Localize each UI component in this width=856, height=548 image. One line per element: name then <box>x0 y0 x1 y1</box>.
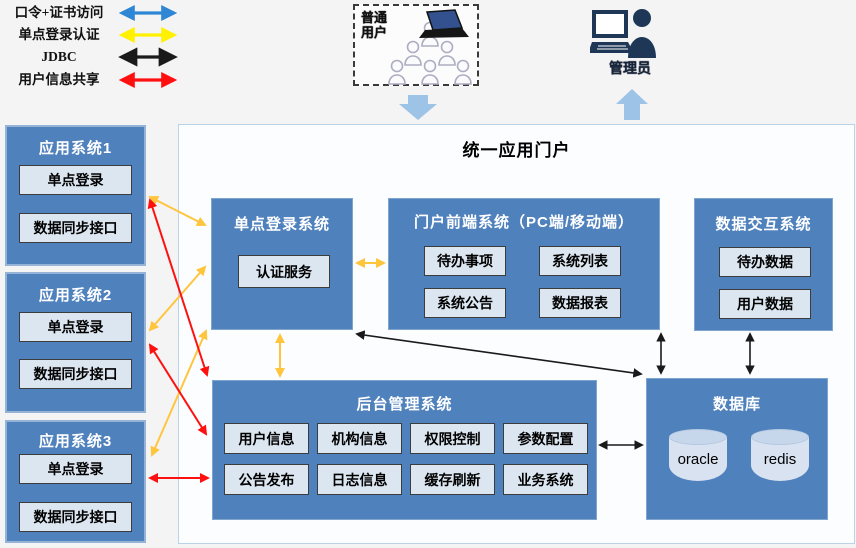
frontend-report: 数据报表 <box>539 288 621 318</box>
app-system-3-sync: 数据同步接口 <box>19 502 132 532</box>
app-system-1: 应用系统1 单点登录 数据同步接口 <box>5 125 146 266</box>
data-exchange-title: 数据交互系统 <box>715 216 812 233</box>
ordinary-users-label: 普通 用户 <box>361 10 388 40</box>
database-box: 数据库 oracle redis <box>646 378 828 520</box>
app-system-2-sso: 单点登录 <box>19 312 132 342</box>
todo-data: 待办数据 <box>719 247 811 277</box>
backend-announce-publish: 公告发布 <box>224 464 309 495</box>
redis-label: redis <box>763 451 797 468</box>
backend-business-system: 业务系统 <box>503 464 588 495</box>
backend-param-config: 参数配置 <box>503 423 588 454</box>
app-system-3-title: 应用系统3 <box>38 433 113 450</box>
user-data: 用户数据 <box>719 289 811 319</box>
laptop-icon <box>419 9 469 38</box>
app-system-3-sso: 单点登录 <box>19 454 132 484</box>
sso-system: 单点登录系统 认证服务 <box>211 198 353 330</box>
legend-label-jdbc: JDBC <box>41 49 77 64</box>
database-title: 数据库 <box>712 396 761 413</box>
app-system-2-title: 应用系统2 <box>38 287 113 304</box>
legend-label-cert-access: 口令+证书访问 <box>14 5 104 20</box>
data-exchange-system: 数据交互系统 待办数据 用户数据 <box>694 198 833 331</box>
frontend-todo: 待办事项 <box>424 246 506 276</box>
frontend-system: 门户前端系统（PC端/移动端） 待办事项 系统列表 系统公告 数据报表 <box>388 198 660 330</box>
admin-label: 管理员 <box>609 60 651 76</box>
frontend-system-list: 系统列表 <box>539 246 621 276</box>
app-system-1-title: 应用系统1 <box>38 140 113 157</box>
redis-cylinder-icon: redis <box>751 429 809 481</box>
backend-system: 后台管理系统 用户信息 机构信息 权限控制 参数配置 公告发布 日志信息 缓存刷… <box>212 380 597 520</box>
frontend-system-title: 门户前端系统（PC端/移动端） <box>413 214 634 231</box>
admin-computer-icon <box>590 9 656 58</box>
backend-org-info: 机构信息 <box>317 423 402 454</box>
portal-to-admin-arrow <box>616 89 648 120</box>
oracle-label: oracle <box>677 451 719 468</box>
backend-user-info: 用户信息 <box>224 423 309 454</box>
backend-cache-refresh: 缓存刷新 <box>410 464 495 495</box>
auth-service: 认证服务 <box>238 255 330 288</box>
user-to-portal-arrow <box>399 95 437 120</box>
legend-label-user-info-share: 用户信息共享 <box>18 72 100 87</box>
oracle-cylinder-icon: oracle <box>669 429 727 481</box>
app-system-2: 应用系统2 单点登录 数据同步接口 <box>5 272 146 413</box>
backend-log-info: 日志信息 <box>317 464 402 495</box>
app-system-3: 应用系统3 单点登录 数据同步接口 <box>5 420 146 543</box>
backend-permission: 权限控制 <box>410 423 495 454</box>
ordinary-users-group: 普通 用户 <box>353 4 479 86</box>
unified-portal-title: 统一应用门户 <box>462 141 571 160</box>
backend-system-title: 后台管理系统 <box>356 396 453 413</box>
app-system-1-sso: 单点登录 <box>19 165 132 195</box>
app-system-1-sync: 数据同步接口 <box>19 213 132 243</box>
frontend-announcement: 系统公告 <box>424 288 506 318</box>
legend-label-sso-auth: 单点登录认证 <box>18 27 100 42</box>
sso-system-title: 单点登录系统 <box>233 216 330 233</box>
app-system-2-sync: 数据同步接口 <box>19 359 132 389</box>
